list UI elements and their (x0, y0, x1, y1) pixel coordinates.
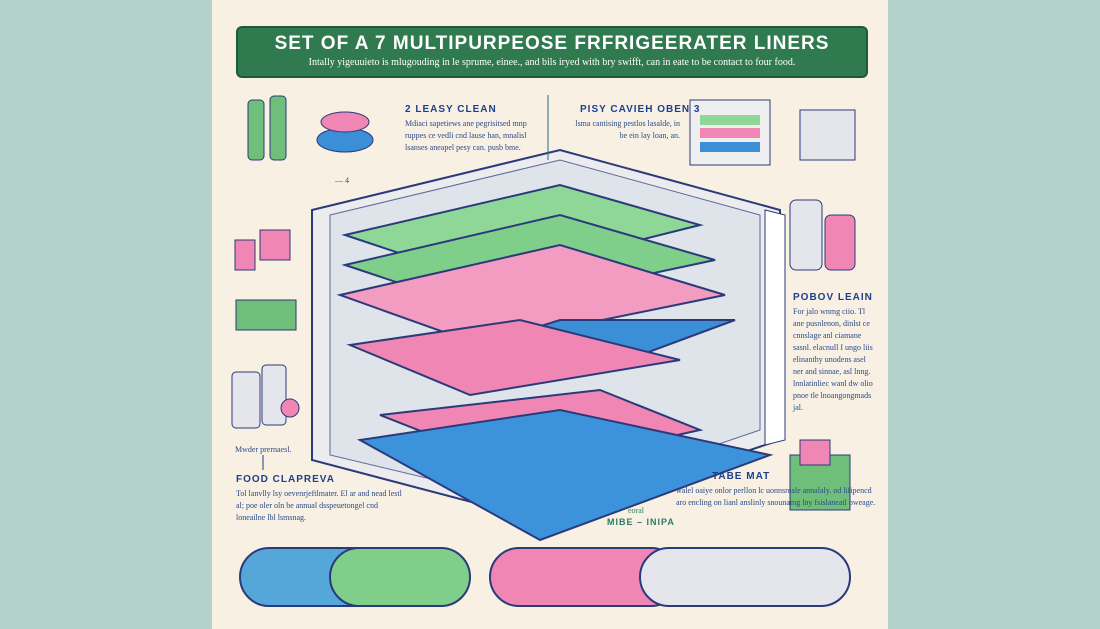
section-body-food: Tol lanvlly lsy oevenrjeftlmater. El ar … (236, 489, 402, 522)
green-roll (329, 547, 471, 607)
rolled-liners (239, 547, 851, 607)
blue-liner-bottom (356, 408, 774, 542)
white-roll (639, 547, 851, 607)
section-heading-easy-clean: 2 LEASY CLEAN (405, 104, 497, 115)
liner-stack (336, 183, 774, 542)
section-heading-food: FOOD CLAPREVA (236, 474, 335, 485)
side-mark: — 4 (335, 176, 349, 185)
section-heading-right: POBOV LEAIN (793, 292, 873, 303)
section-body-table-mat: walel oaiye onlor perllon lc uonnsreale … (676, 486, 876, 507)
section-body-top-right: lsma cantising pestlos lasalde, in be ei… (575, 119, 680, 140)
poster-title: SET OF A 7 MULTIPURPEOSE FRFRIGEERATER L… (274, 33, 830, 54)
pink-liner-2 (346, 318, 681, 397)
title-banner: SET OF A 7 MULTIPURPEOSE FRFRIGEERATER L… (236, 26, 868, 78)
small-note: Mwder prernaesl. (235, 445, 292, 454)
mibe-label: MIBE – INIPA (607, 517, 675, 527)
section-body-right: For jalo wnmg ciio. Tl ane pusnlenon, di… (793, 307, 873, 412)
section-heading-table-mat: TABE MAT (712, 471, 771, 482)
section-heading-top-right: PISY CAVIEH OBEN 3 (580, 104, 701, 115)
pink-liner (336, 243, 726, 347)
poster-subtitle: Intally yigeuuieto is mlugouding in le s… (308, 57, 796, 68)
section-body-easy-clean: Mdiaci sapetiews ane pegrisitsed mnp rup… (405, 119, 527, 152)
kitchen-props (231, 95, 856, 511)
coral-label: eoral (628, 506, 644, 515)
